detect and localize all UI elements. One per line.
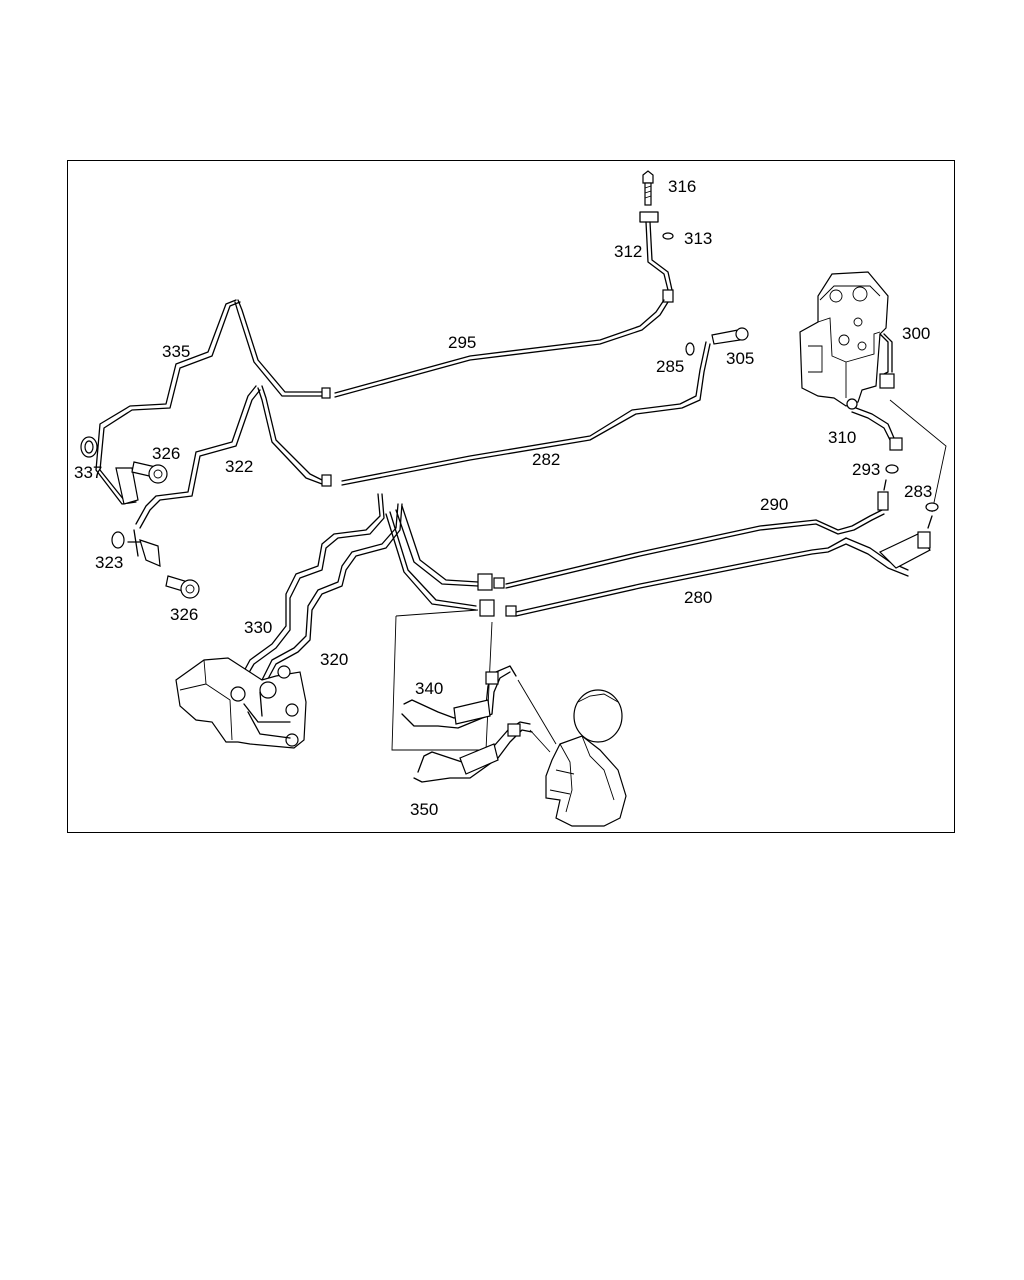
label-293: 293 <box>852 460 880 479</box>
label-330: 330 <box>244 618 272 637</box>
label-300: 300 <box>902 324 930 343</box>
hose-340 <box>401 665 517 729</box>
line-310 <box>846 398 903 451</box>
line-322 <box>135 341 711 529</box>
line-280 <box>515 515 933 617</box>
label-323: 323 <box>95 553 123 572</box>
bolt-326-upper <box>131 461 168 484</box>
washer-293 <box>885 464 899 474</box>
line-295 <box>234 299 669 399</box>
master-cylinder <box>545 689 627 827</box>
label-285: 285 <box>656 357 684 376</box>
line-335 <box>95 299 241 505</box>
label-313: 313 <box>684 229 712 248</box>
label-322: 322 <box>225 457 253 476</box>
pump-unit-left <box>175 657 307 749</box>
label-310: 310 <box>828 428 856 447</box>
label-326-upper: 326 <box>152 444 180 463</box>
part-labels: 316 313 312 335 295 285 305 300 337 326 … <box>74 177 932 819</box>
washer-313 <box>662 232 674 240</box>
line-330 <box>227 493 385 721</box>
label-290: 290 <box>760 495 788 514</box>
label-335: 335 <box>162 342 190 361</box>
washer-283 <box>925 502 939 512</box>
label-295: 295 <box>448 333 476 352</box>
bracket-323 <box>111 529 161 567</box>
bolt-305 <box>711 327 749 345</box>
label-312: 312 <box>614 242 642 261</box>
bolt-316 <box>642 170 654 206</box>
label-305: 305 <box>726 349 754 368</box>
label-337: 337 <box>74 463 102 482</box>
line-junction <box>385 505 517 751</box>
hydraulic-unit-300 <box>799 271 947 513</box>
label-350: 350 <box>410 800 438 819</box>
washer-285 <box>685 342 695 356</box>
hose-350 <box>413 679 557 783</box>
label-280: 280 <box>684 588 712 607</box>
bracket-312 <box>639 211 674 303</box>
label-320: 320 <box>320 650 348 669</box>
label-326-lower: 326 <box>170 605 198 624</box>
line-290 <box>505 479 889 589</box>
bolt-326-lower <box>165 575 200 599</box>
line-320 <box>257 503 403 721</box>
label-283: 283 <box>904 482 932 501</box>
label-282: 282 <box>532 450 560 469</box>
label-316: 316 <box>668 177 696 196</box>
label-340: 340 <box>415 679 443 698</box>
